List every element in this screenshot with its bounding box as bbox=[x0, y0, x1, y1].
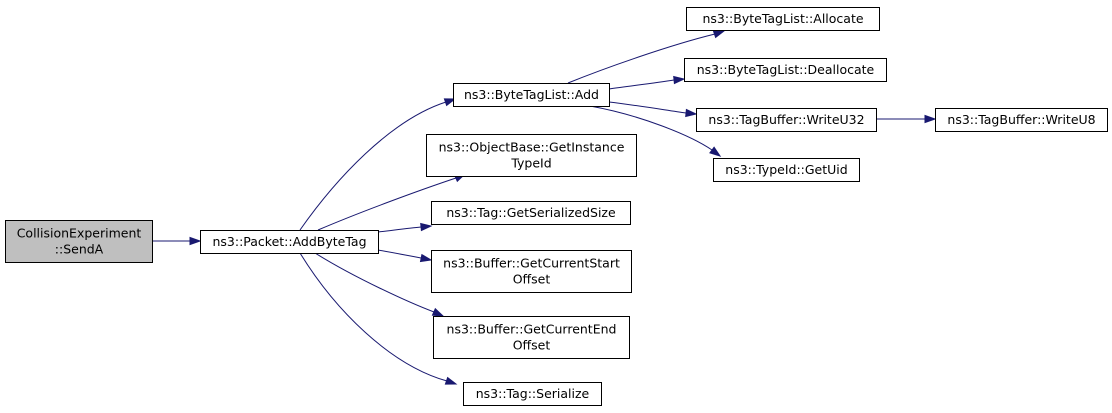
node-typeid-getuid[interactable]: ns3::TypeId::GetUid bbox=[713, 158, 860, 182]
arrowhead-icon bbox=[189, 236, 202, 246]
node-box[interactable] bbox=[200, 230, 379, 254]
node-box[interactable] bbox=[696, 108, 877, 132]
arrowhead-icon bbox=[444, 376, 458, 385]
edge-line bbox=[608, 79, 675, 90]
node-box[interactable] bbox=[433, 316, 630, 359]
edge-line bbox=[567, 33, 716, 84]
node-tagbuffer-writeu32[interactable]: ns3::TagBuffer::WriteU32 bbox=[696, 108, 877, 132]
node-bytetaglist-allocate[interactable]: ns3::ByteTagList::Allocate bbox=[686, 7, 880, 31]
node-box[interactable] bbox=[431, 250, 632, 293]
node-label: ns3::ByteTagList::Allocate bbox=[702, 11, 863, 26]
arrowhead-icon bbox=[924, 114, 937, 124]
node-box[interactable] bbox=[463, 382, 602, 406]
node-bytetaglist-add[interactable]: ns3::ByteTagList::Add bbox=[453, 83, 610, 107]
node-box[interactable] bbox=[426, 134, 637, 177]
edge-tagbuffer-writeu32-to-tagbuffer-writeu8 bbox=[875, 114, 937, 124]
node-box[interactable] bbox=[684, 58, 887, 82]
node-label: Offset bbox=[513, 272, 551, 287]
edge-add-byte-tag-to-bytetaglist-add bbox=[299, 98, 457, 231]
node-label: ns3::TypeId::GetUid bbox=[725, 162, 847, 177]
edge-line bbox=[589, 105, 713, 151]
node-label: ns3::Buffer::GetCurrentStart bbox=[443, 256, 620, 271]
node-bytetaglist-deallocate[interactable]: ns3::ByteTagList::Deallocate bbox=[684, 58, 887, 82]
edge-add-byte-tag-to-tag-serialize bbox=[299, 252, 458, 385]
node-label: ns3::TagBuffer::WriteU8 bbox=[947, 112, 1095, 127]
node-label: ::SendA bbox=[55, 242, 104, 257]
node-box[interactable] bbox=[431, 201, 631, 225]
edge-line bbox=[299, 101, 447, 231]
arrowhead-icon bbox=[685, 108, 698, 118]
edge-line bbox=[317, 177, 457, 231]
arrowhead-icon bbox=[419, 253, 433, 263]
node-add-byte-tag[interactable]: ns3::Packet::AddByteTag bbox=[200, 230, 379, 254]
node-label: ns3::TagBuffer::WriteU32 bbox=[708, 112, 864, 127]
node-box[interactable] bbox=[935, 108, 1108, 132]
edges-layer bbox=[152, 30, 937, 385]
node-send-a[interactable]: CollisionExperiment::SendA bbox=[5, 220, 153, 263]
arrowhead-icon bbox=[673, 75, 686, 85]
node-box[interactable] bbox=[713, 158, 860, 182]
node-box[interactable] bbox=[686, 7, 880, 31]
edge-bytetaglist-add-to-tagbuffer-writeu32 bbox=[608, 101, 698, 118]
node-label: Offset bbox=[513, 338, 551, 353]
edge-line bbox=[299, 252, 448, 382]
arrowhead-icon bbox=[420, 222, 433, 232]
arrowhead-icon bbox=[431, 307, 445, 317]
arrowhead-icon bbox=[443, 98, 457, 107]
arrowhead-icon bbox=[709, 146, 722, 157]
edge-line bbox=[377, 226, 422, 233]
edge-line bbox=[314, 252, 435, 313]
node-box[interactable] bbox=[5, 220, 153, 263]
edge-line bbox=[608, 101, 687, 114]
node-label: CollisionExperiment bbox=[17, 226, 142, 241]
edge-bytetaglist-add-to-typeid-getuid bbox=[589, 105, 722, 157]
node-tag-get-serialized-size[interactable]: ns3::Tag::GetSerializedSize bbox=[431, 201, 631, 225]
node-label: ns3::ByteTagList::Add bbox=[464, 87, 599, 102]
node-label: ns3::ObjectBase::GetInstance bbox=[439, 140, 625, 155]
edge-add-byte-tag-to-buffer-get-current-start-offset bbox=[377, 249, 433, 263]
node-label: TypeId bbox=[510, 156, 551, 171]
nodes-layer: CollisionExperiment::SendA ns3::Packet::A… bbox=[5, 7, 1108, 406]
node-tag-serialize[interactable]: ns3::Tag::Serialize bbox=[463, 382, 602, 406]
node-tagbuffer-writeu8[interactable]: ns3::TagBuffer::WriteU8 bbox=[935, 108, 1108, 132]
edge-line bbox=[377, 249, 422, 259]
edge-add-byte-tag-to-tag-get-serialized-size bbox=[377, 222, 433, 233]
node-label: ns3::Tag::GetSerializedSize bbox=[446, 205, 616, 220]
edge-add-byte-tag-to-buffer-get-current-end-offset bbox=[314, 252, 445, 317]
edge-bytetaglist-add-to-bytetaglist-allocate bbox=[567, 30, 726, 84]
node-label: ns3::Packet::AddByteTag bbox=[212, 234, 366, 249]
node-label: ns3::Tag::Serialize bbox=[476, 386, 590, 401]
node-box[interactable] bbox=[453, 83, 610, 107]
node-label: ns3::ByteTagList::Deallocate bbox=[697, 62, 875, 77]
edge-send-a-to-add-byte-tag bbox=[152, 236, 202, 246]
arrowhead-icon bbox=[712, 30, 726, 39]
edge-bytetaglist-add-to-bytetaglist-deallocate bbox=[608, 75, 686, 90]
node-label: ns3::Buffer::GetCurrentEnd bbox=[447, 322, 617, 337]
